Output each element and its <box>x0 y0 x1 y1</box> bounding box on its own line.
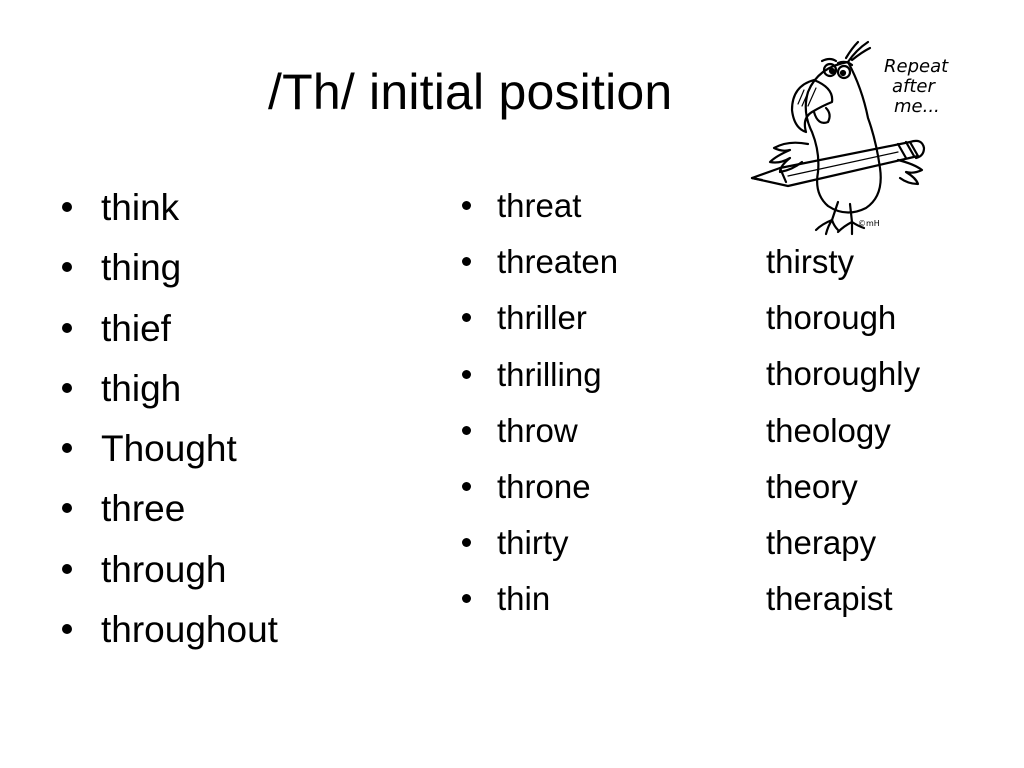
list-item: thing <box>60 240 278 300</box>
list-item: theology <box>766 405 920 461</box>
speech-line-2: after <box>892 76 936 97</box>
list-item: theory <box>766 461 920 517</box>
bullet-icon <box>462 538 471 548</box>
bullet-icon <box>462 369 471 379</box>
parrot-clipart-icon: Repeat after me... ©mH <box>750 40 949 236</box>
word: therapist <box>766 580 893 618</box>
word-list-column-3: thirsty thorough thoroughly theology the… <box>766 236 920 629</box>
word: throw <box>497 411 578 449</box>
bullet-icon <box>62 624 72 635</box>
list-item: thief <box>60 301 278 361</box>
speech-line-1: Repeat <box>884 56 949 77</box>
list-item: throughout <box>60 602 278 662</box>
bullet-icon <box>62 202 72 212</box>
word: thirsty <box>766 243 855 280</box>
word: thigh <box>101 367 182 409</box>
word: thing <box>101 247 182 289</box>
speech-line-3: me... <box>894 96 940 117</box>
word: throughout <box>101 609 278 651</box>
bullet-icon <box>462 201 471 210</box>
word: through <box>101 548 227 590</box>
bullet-icon <box>62 262 72 273</box>
bullet-icon <box>462 594 471 604</box>
word: theory <box>766 467 858 505</box>
bullet-icon <box>62 503 72 514</box>
list-item: thorough <box>766 292 920 348</box>
list-item: Thought <box>60 421 278 481</box>
list-item: threat <box>460 180 618 236</box>
bullet-icon <box>462 481 471 491</box>
word-list-column-2: threat threaten thriller thrilling throw… <box>460 180 618 630</box>
word: threat <box>497 187 582 224</box>
word-list-column-1: think thing thief thigh Thought three th… <box>60 180 278 662</box>
list-item: thin <box>460 573 618 629</box>
list-item: thigh <box>60 361 278 421</box>
list-item: thrilling <box>460 349 618 405</box>
word: think <box>101 187 180 228</box>
word: throne <box>497 467 591 505</box>
word: threaten <box>497 243 619 281</box>
word: thoroughly <box>766 355 921 393</box>
word: thorough <box>766 299 897 337</box>
word: Thought <box>101 428 237 470</box>
word: therapy <box>766 523 877 561</box>
list-item: through <box>60 542 278 602</box>
word: thrilling <box>497 355 602 393</box>
bullet-icon <box>62 382 72 393</box>
list-item: thriller <box>460 292 618 348</box>
word: theology <box>766 411 891 449</box>
word: three <box>101 488 186 530</box>
list-item: threaten <box>460 236 618 292</box>
bullet-icon <box>462 425 471 435</box>
list-item: three <box>60 481 278 541</box>
bullet-icon <box>462 257 471 267</box>
bullet-icon <box>62 322 72 333</box>
signature: ©mH <box>858 219 880 228</box>
list-item: thoroughly <box>766 348 920 404</box>
bullet-icon <box>462 313 471 323</box>
list-item: therapist <box>766 573 920 629</box>
list-item: therapy <box>766 517 920 573</box>
bullet-icon <box>62 563 72 574</box>
list-item: throne <box>460 461 618 517</box>
word: thirty <box>497 524 569 562</box>
list-item: throw <box>460 405 618 461</box>
word: thriller <box>497 299 587 337</box>
word: thin <box>497 580 551 618</box>
list-item: thirty <box>460 517 618 573</box>
list-item: think <box>60 180 278 240</box>
bullet-icon <box>62 443 72 454</box>
word: thief <box>101 307 171 349</box>
slide-title: /Th/ initial position <box>268 64 673 120</box>
list-item: thirsty <box>766 236 920 292</box>
